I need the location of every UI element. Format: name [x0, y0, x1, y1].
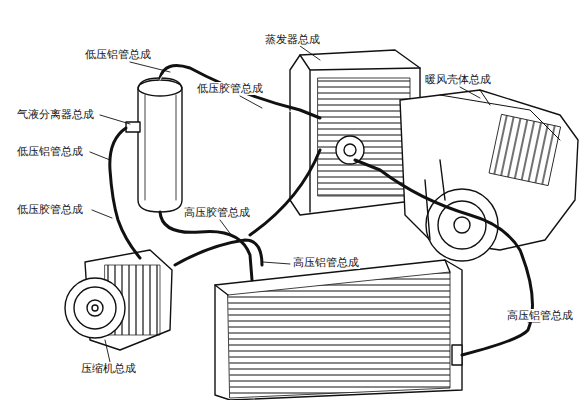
part-label: 低压铝管总成 — [84, 48, 152, 61]
part-label: 低压胶管总成 — [196, 82, 264, 95]
compressor — [65, 250, 172, 350]
accumulator — [126, 78, 182, 212]
part-label: 高压胶管总成 — [183, 206, 251, 219]
part-label: 气液分离器总成 — [16, 108, 95, 121]
part-label: 高压铝管总成 — [292, 256, 360, 269]
part-label: 低压铝管总成 — [16, 145, 84, 158]
heater-housing — [400, 90, 578, 261]
pipes — [110, 66, 533, 355]
part-label: 高压铝管总成 — [506, 309, 574, 322]
part-label: 低压胶管总成 — [16, 203, 84, 216]
leader-lines — [90, 46, 540, 362]
part-label: 压缩机总成 — [80, 362, 137, 375]
part-label: 蒸发器总成 — [264, 33, 321, 46]
evaporator — [290, 50, 420, 215]
part-label: 暖风壳体总成 — [424, 73, 492, 86]
